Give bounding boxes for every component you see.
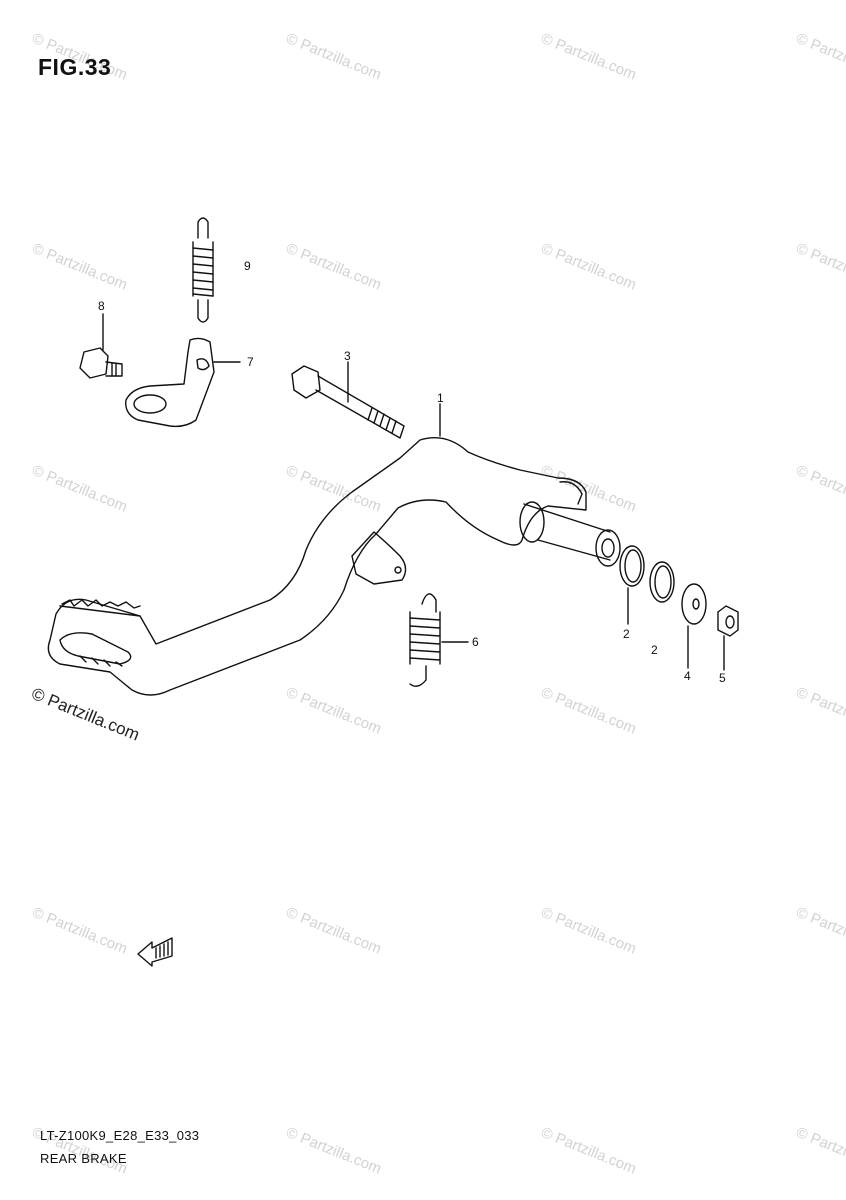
callout-9: 9	[244, 259, 251, 273]
forward-arrow-icon	[137, 937, 173, 967]
nut-5	[717, 605, 739, 637]
callout-1: 1	[437, 391, 444, 405]
spring-9	[192, 217, 214, 323]
callout-6: 6	[472, 635, 479, 649]
bolt-3	[291, 365, 405, 439]
callout-3: 3	[344, 349, 351, 363]
callout-7: 7	[247, 355, 254, 369]
bracket-7	[125, 337, 215, 428]
callout-2a: 2	[623, 627, 630, 641]
ring-2a	[619, 545, 645, 587]
callout-2b: 2	[651, 643, 658, 657]
callout-4: 4	[684, 669, 691, 683]
callout-8: 8	[98, 299, 105, 313]
brake-pedal-1	[47, 437, 621, 696]
figure-caption: REAR BRAKE	[40, 1151, 127, 1166]
bolt-8	[79, 347, 123, 379]
figure-title: FIG.33	[38, 54, 112, 80]
ring-2b	[649, 561, 675, 603]
spring-6	[409, 593, 441, 687]
washer-4	[681, 583, 707, 625]
model-code: LT-Z100K9_E28_E33_033	[40, 1128, 200, 1143]
callout-5: 5	[719, 671, 726, 685]
